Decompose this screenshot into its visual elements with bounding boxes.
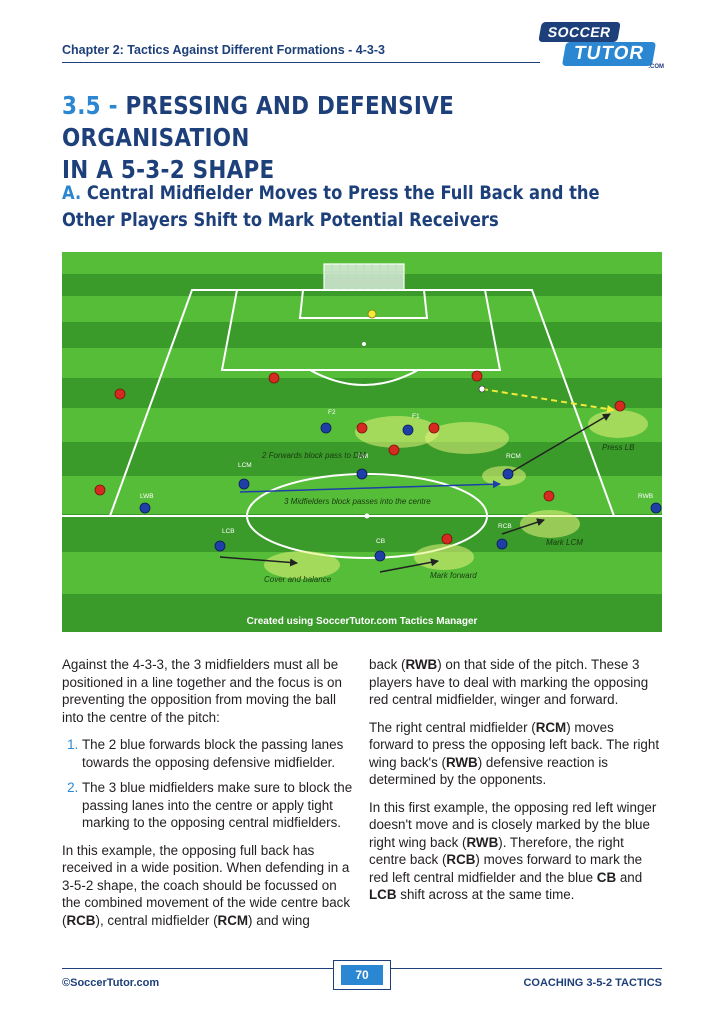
blue-lcm — [238, 478, 250, 490]
lcb-shift-arrow — [219, 556, 298, 567]
red-goalkeeper — [367, 309, 377, 319]
six-yard-box — [298, 289, 429, 319]
blue-lwb — [139, 502, 151, 514]
red-player — [268, 372, 280, 384]
footer-book-title: COACHING 3-5-2 TACTICS — [523, 977, 662, 989]
label-f2: F2 — [328, 409, 336, 416]
body-column-left: Against the 4-3-3, the 3 midfielders mus… — [62, 656, 354, 939]
diagram-credit: Created using SoccerTutor.com Tactics Ma… — [247, 616, 478, 627]
red-player — [94, 484, 106, 496]
red-team — [94, 309, 626, 545]
label-rwb: RWB — [638, 493, 653, 500]
annotation-cover: Cover and balance — [264, 575, 332, 584]
label-dm: DM — [358, 453, 368, 460]
annotation-forwards: 2 Forwards block pass to DM — [261, 451, 366, 460]
section-number: 3.5 - — [62, 91, 126, 120]
blue-team — [139, 422, 662, 562]
section-subtitle: A. Central Midfielder Moves to Press the… — [62, 180, 612, 234]
midfield-line — [239, 480, 501, 493]
label-rcb: RCB — [498, 523, 512, 530]
red-player — [356, 422, 368, 434]
blue-forward-f2 — [320, 422, 332, 434]
blue-forward-f1 — [402, 424, 414, 436]
blue-rcm — [502, 468, 514, 480]
chapter-heading: Chapter 2: Tactics Against Different For… — [62, 43, 385, 57]
footer-rule-right — [391, 968, 662, 969]
penalty-arc — [309, 369, 419, 386]
red-player — [614, 400, 626, 412]
footer-rule-left — [62, 968, 333, 969]
pressure-zones — [264, 410, 648, 579]
penalty-box — [220, 289, 502, 371]
rcb-shift-arrow — [501, 518, 545, 535]
annotation-mark-forward: Mark forward — [430, 571, 477, 580]
red-player — [543, 490, 555, 502]
annotation-midfielders: 3 Midfielders block passes into the cent… — [284, 497, 431, 506]
logo-tutor-text: TUTOR — [561, 42, 657, 66]
rcm-press-arrow — [507, 413, 611, 475]
subtitle-line-2: Other Players Shift to Mark Potential Re… — [62, 209, 499, 231]
red-player — [388, 444, 400, 456]
cb-shift-arrow — [379, 558, 439, 573]
body-column-right: back (RWB) on that side of the pitch. Th… — [369, 656, 661, 914]
paragraph: back (RWB) on that side of the pitch. Th… — [369, 657, 649, 707]
label-rcm: RCM — [506, 453, 521, 460]
goal-net-icon — [323, 263, 405, 291]
red-player — [441, 533, 453, 545]
blue-rwb — [650, 502, 662, 514]
footer-copyright: ©SoccerTutor.com — [62, 977, 160, 989]
blue-dm — [356, 468, 368, 480]
label-lcb: LCB — [222, 528, 235, 535]
label-lcm: LCM — [238, 462, 252, 469]
soccertutor-logo: SOCCER TUTOR .COM — [536, 20, 666, 70]
red-player — [428, 422, 440, 434]
title-line-2: IN A 5-3-2 SHAPE — [62, 155, 275, 184]
list-item: The 2 blue forwards block the passing la… — [82, 736, 354, 771]
title-line-1: PRESSING AND DEFENSIVE ORGANISATION — [62, 91, 455, 152]
header-rule — [62, 62, 540, 63]
list-item: The 3 blue midfielders make sure to bloc… — [82, 779, 354, 832]
section-title: 3.5 - PRESSING AND DEFENSIVE ORGANISATIO… — [62, 90, 578, 186]
numbered-list: The 2 blue forwards block the passing la… — [62, 736, 354, 832]
label-f1: F1 — [412, 413, 420, 420]
centre-spot — [364, 513, 370, 519]
label-cb: CB — [376, 538, 385, 545]
paragraph: In this example, the opposing full back … — [62, 842, 351, 928]
paragraph: Against the 4-3-3, the 3 midfielders mus… — [62, 657, 342, 725]
subtitle-letter: A. — [62, 182, 82, 204]
blue-lcb — [214, 540, 226, 552]
annotation-press-lb: Press LB — [602, 443, 635, 452]
page-number: 70 — [341, 965, 383, 985]
blue-rcb — [496, 538, 508, 550]
red-player — [114, 388, 126, 400]
tactics-diagram: F2 F1 LCM DM RCM LWB RWB LCB CB RCB 2 Fo… — [62, 252, 662, 632]
ball-pass-line — [481, 388, 615, 413]
paragraph: The right central midfielder (RCM) moves… — [369, 719, 660, 788]
logo-soccer-text: SOCCER — [538, 22, 621, 42]
logo-com-text: .COM — [648, 64, 664, 70]
ball-icon — [478, 385, 486, 393]
annotation-mark-lcm: Mark LCM — [546, 538, 583, 547]
penalty-spot — [362, 342, 366, 346]
paragraph: In this first example, the opposing red … — [369, 799, 657, 903]
label-lwb: LWB — [140, 493, 154, 500]
red-player — [471, 370, 483, 382]
subtitle-line-1: Central Midfielder Moves to Press the Fu… — [81, 182, 600, 204]
blue-cb — [374, 550, 386, 562]
